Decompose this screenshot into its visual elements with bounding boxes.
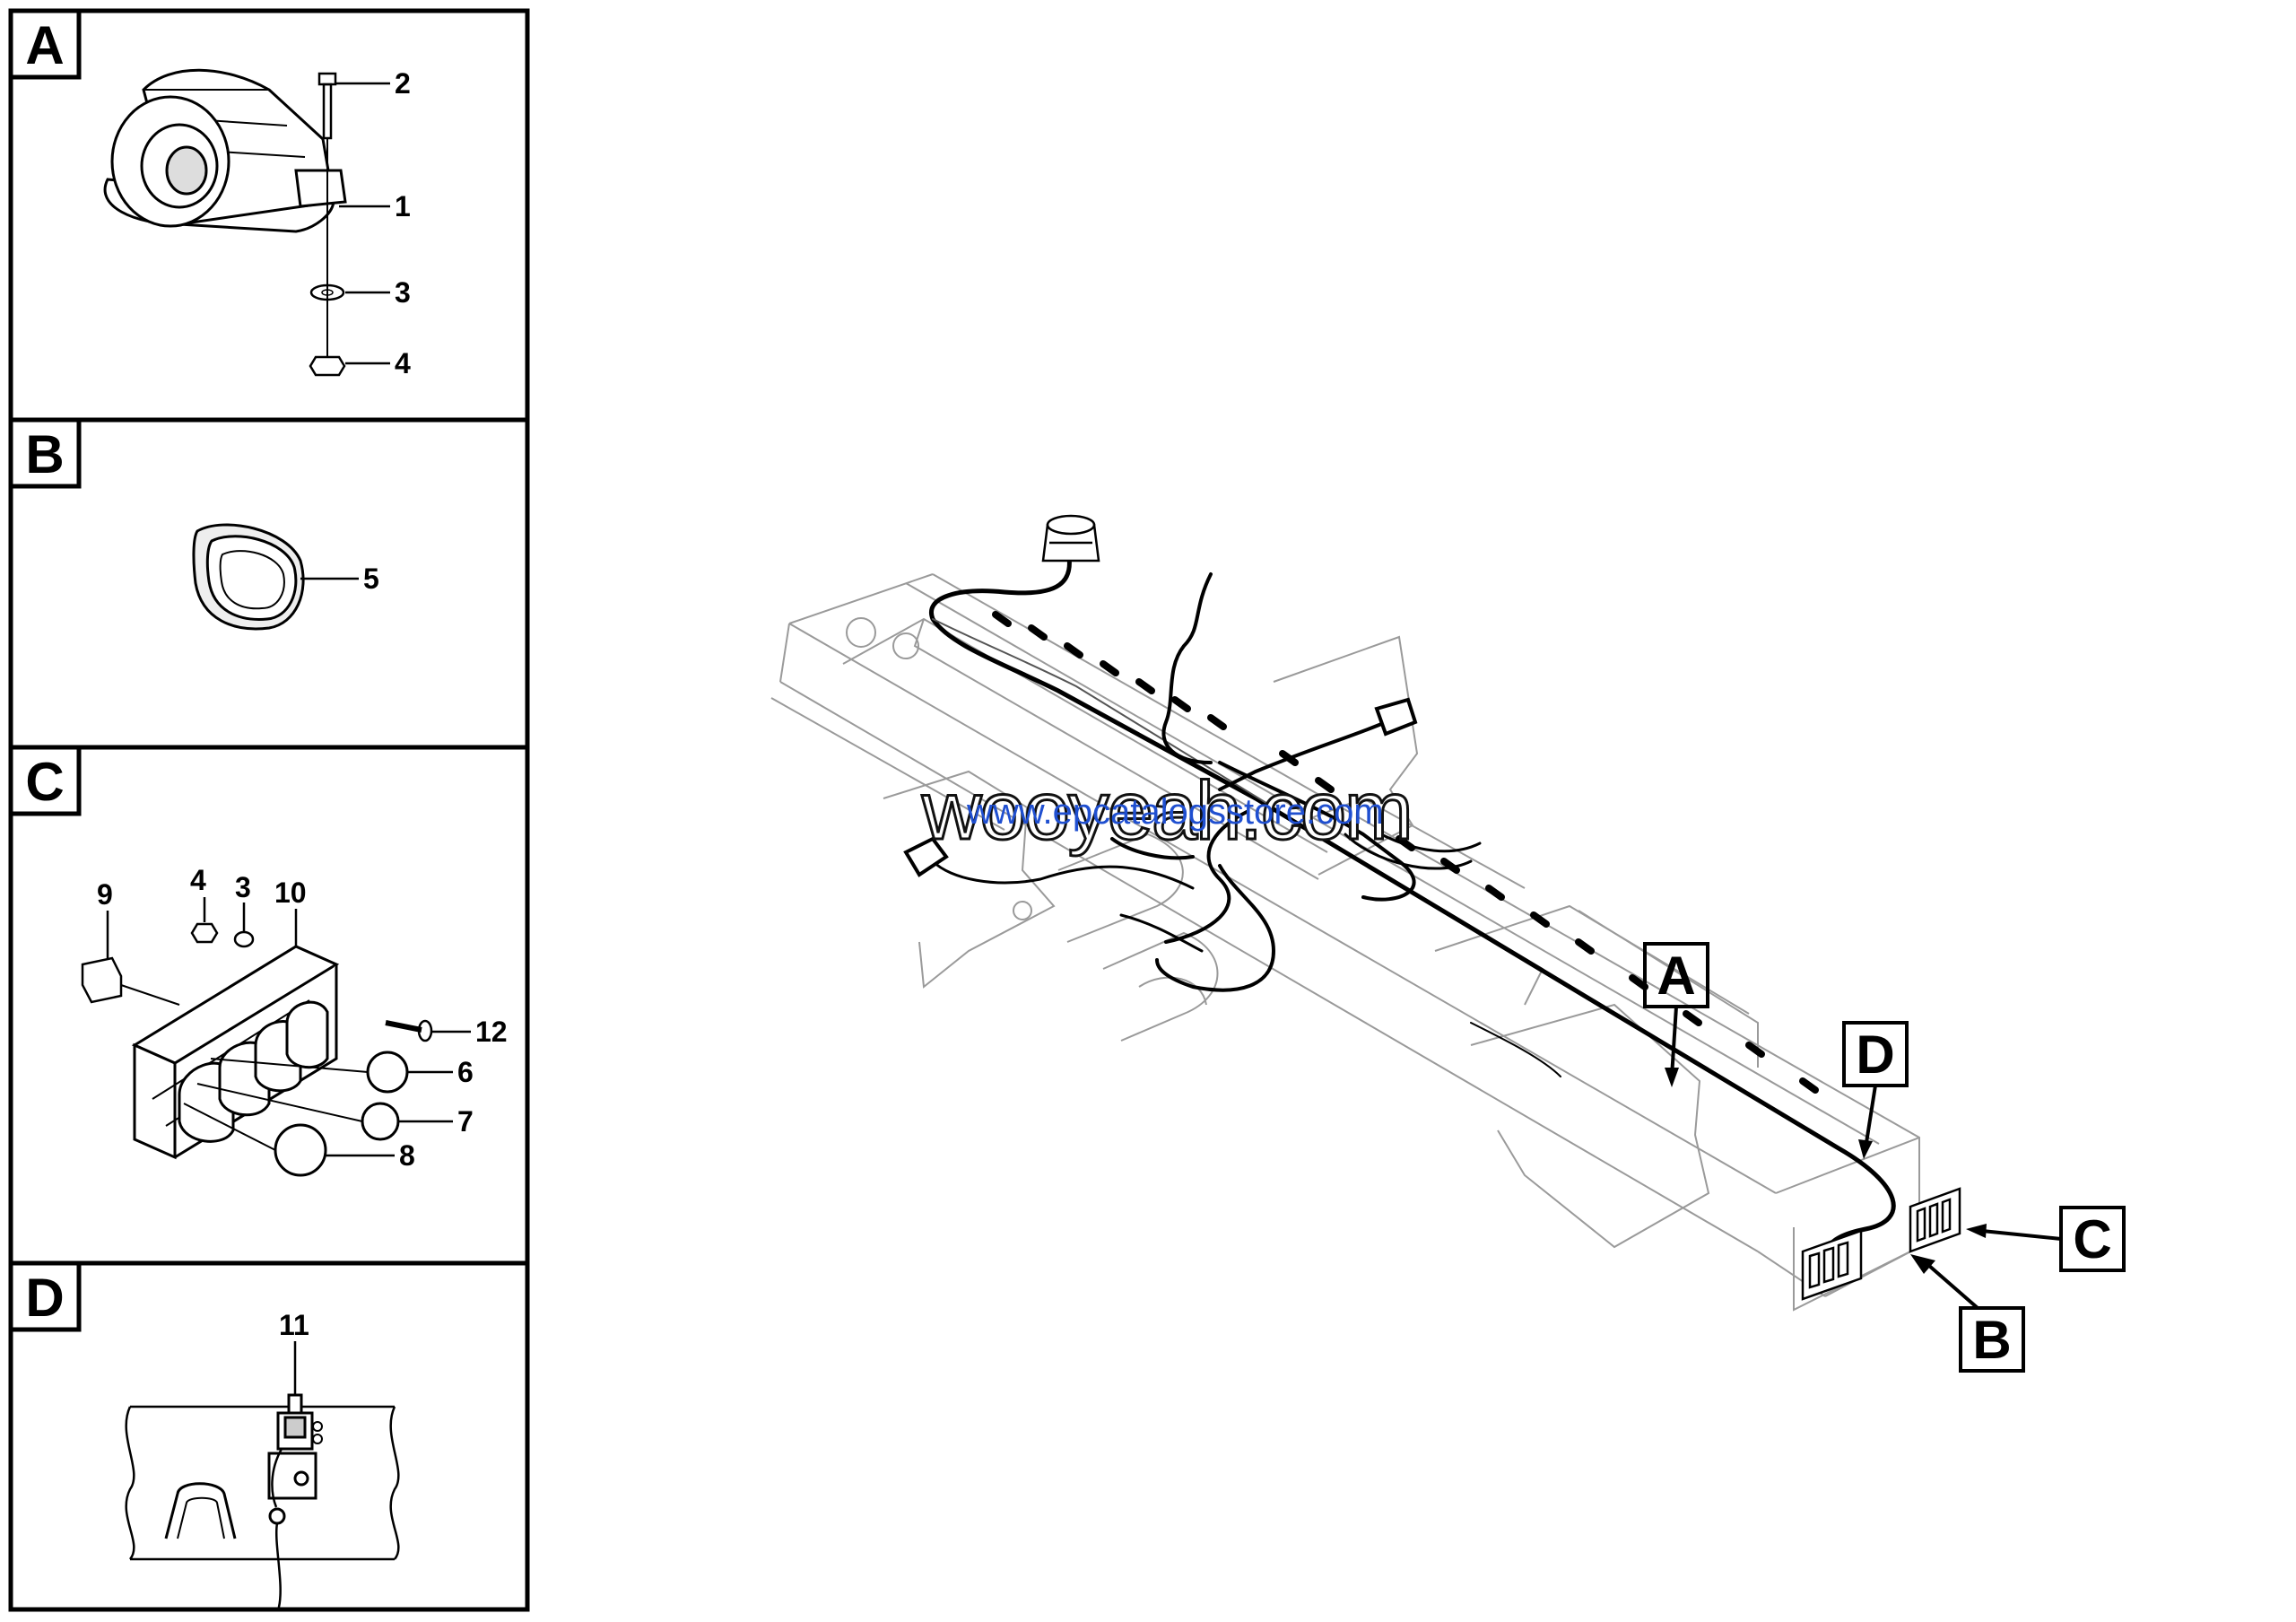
grommet-part (192, 523, 305, 631)
callout-c-3: 3 (235, 871, 251, 903)
panel-a: A 2 1 3 4 (8, 8, 411, 379)
bracket-part (131, 945, 340, 1160)
panel-d: D 11 (8, 1260, 400, 1611)
callout-b-5: 5 (363, 562, 379, 595)
watermark-secondary: www.epcatalogsstore.com (966, 792, 1384, 832)
cable-clamps (903, 697, 1418, 877)
callout-c-4: 4 (190, 864, 206, 896)
callout-a-2: 2 (395, 67, 411, 100)
horn-part (103, 68, 347, 233)
cap-part (81, 956, 180, 1006)
marker-a: A (1643, 942, 1709, 1087)
callout-c-12: 12 (475, 1016, 508, 1048)
callout-c-7: 7 (457, 1105, 474, 1138)
washer-part-c (233, 930, 255, 948)
chassis-frame (770, 573, 1920, 1312)
chassis-view: A D C B (770, 514, 2126, 1373)
wiring-harness (929, 545, 1896, 1263)
marker-c: C (1966, 1206, 2126, 1272)
bolt-part (317, 72, 337, 296)
callout-c-8: 8 (399, 1139, 415, 1172)
callout-c-9: 9 (97, 878, 113, 911)
callout-d-11: 11 (279, 1309, 309, 1341)
watermark: wooyeah.com www.epcatalogsstore.com (920, 764, 1415, 859)
watermark-primary: wooyeah.com (921, 765, 1412, 857)
marker-c-letter: C (2073, 1209, 2111, 1269)
marker-b-letter: B (1972, 1310, 2011, 1370)
panel-b-letter: B (25, 424, 64, 484)
panel-c-letter-box (8, 745, 82, 816)
panel-b: B 5 (8, 417, 379, 631)
screw-part (385, 1019, 433, 1042)
callout-a-3: 3 (395, 276, 411, 309)
marker-d: D (1842, 1021, 1909, 1159)
nut-part (309, 296, 346, 377)
panel-a-letter-box (8, 8, 82, 80)
marker-d-letter: D (1856, 1025, 1894, 1085)
panel-c-letter: C (25, 752, 64, 812)
panel-a-letter: A (25, 15, 64, 75)
horn-mounted (1041, 514, 1100, 562)
panel-d-letter-box (8, 1260, 82, 1332)
callout-a-4: 4 (395, 347, 411, 379)
nut-part-c (190, 922, 219, 944)
marker-b: B (1910, 1254, 2025, 1373)
frame-section (125, 1405, 400, 1561)
panel-c: C 4 (8, 745, 508, 1177)
detail-panels (8, 8, 530, 1612)
sensor-part (267, 1393, 323, 1611)
panel-d-letter: D (25, 1268, 64, 1328)
marker-a-letter: A (1657, 946, 1695, 1006)
callout-c-6: 6 (457, 1056, 474, 1088)
panel-b-letter-box (8, 417, 82, 489)
callout-a-1: 1 (395, 190, 411, 222)
callout-c-10: 10 (274, 876, 307, 909)
rear-brackets (1801, 1187, 1961, 1301)
